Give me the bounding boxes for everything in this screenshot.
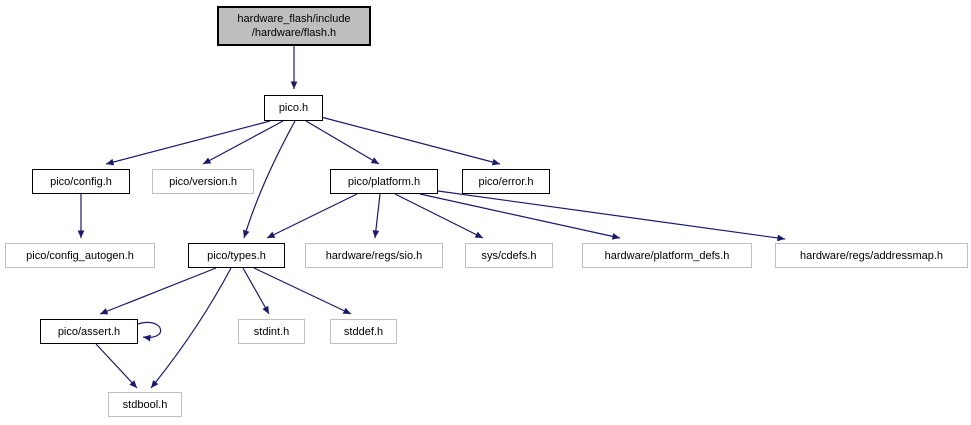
edge-platform-to-sio: [372, 193, 381, 239]
node-pico-config-autogen-h: pico/config_autogen.h: [5, 243, 155, 268]
edge-platform-to-cdefs: [394, 193, 484, 239]
edge-types-to-stdbool: [150, 267, 232, 389]
node-label-line2: /hardware/flash.h: [251, 27, 337, 39]
node-stdint-h: stdint.h: [238, 319, 305, 344]
node-label-line1: hardware_flash/include: [237, 13, 351, 25]
node-pico-h[interactable]: pico.h: [264, 95, 323, 121]
node-sys-cdefs-h: sys/cdefs.h: [465, 243, 553, 268]
edge-assert-self-loop: [137, 321, 162, 342]
edge-pico-to-types: [242, 120, 296, 239]
node-stddef-h: stddef.h: [330, 319, 397, 344]
node-pico-platform-h[interactable]: pico/platform.h: [330, 169, 438, 194]
edge-pico-to-error: [320, 116, 501, 166]
node-pico-version-h: pico/version.h: [152, 169, 254, 194]
edge-assert-to-stdbool: [95, 343, 138, 389]
edge-pico-to-version: [202, 120, 284, 165]
edge-platform-to-types: [266, 193, 358, 239]
node-pico-config-h[interactable]: pico/config.h: [32, 169, 130, 194]
edge-types-to-stddef: [253, 267, 352, 315]
edge-pico-to-platform: [305, 120, 380, 165]
node-hardware-regs-addressmap-h: hardware/regs/addressmap.h: [775, 243, 968, 268]
node-hardware-platform-defs-h: hardware/platform_defs.h: [582, 243, 752, 268]
edge-pico-to-config: [105, 120, 271, 166]
edge-platform-to-addressmap: [437, 190, 786, 242]
node-pico-error-h[interactable]: pico/error.h: [462, 169, 550, 194]
node-hardware-regs-sio-h: hardware/regs/sio.h: [305, 243, 443, 268]
node-pico-types-h[interactable]: pico/types.h: [188, 243, 285, 268]
edge-platform-to-platform-defs: [419, 193, 621, 240]
node-stdbool-h: stdbool.h: [108, 392, 182, 417]
node-pico-assert-h[interactable]: pico/assert.h: [40, 319, 138, 344]
edge-types-to-assert: [99, 267, 217, 315]
edge-types-to-stdint: [242, 267, 270, 315]
node-hardware-flash-h: hardware_flash/include /hardware/flash.h: [217, 6, 371, 46]
